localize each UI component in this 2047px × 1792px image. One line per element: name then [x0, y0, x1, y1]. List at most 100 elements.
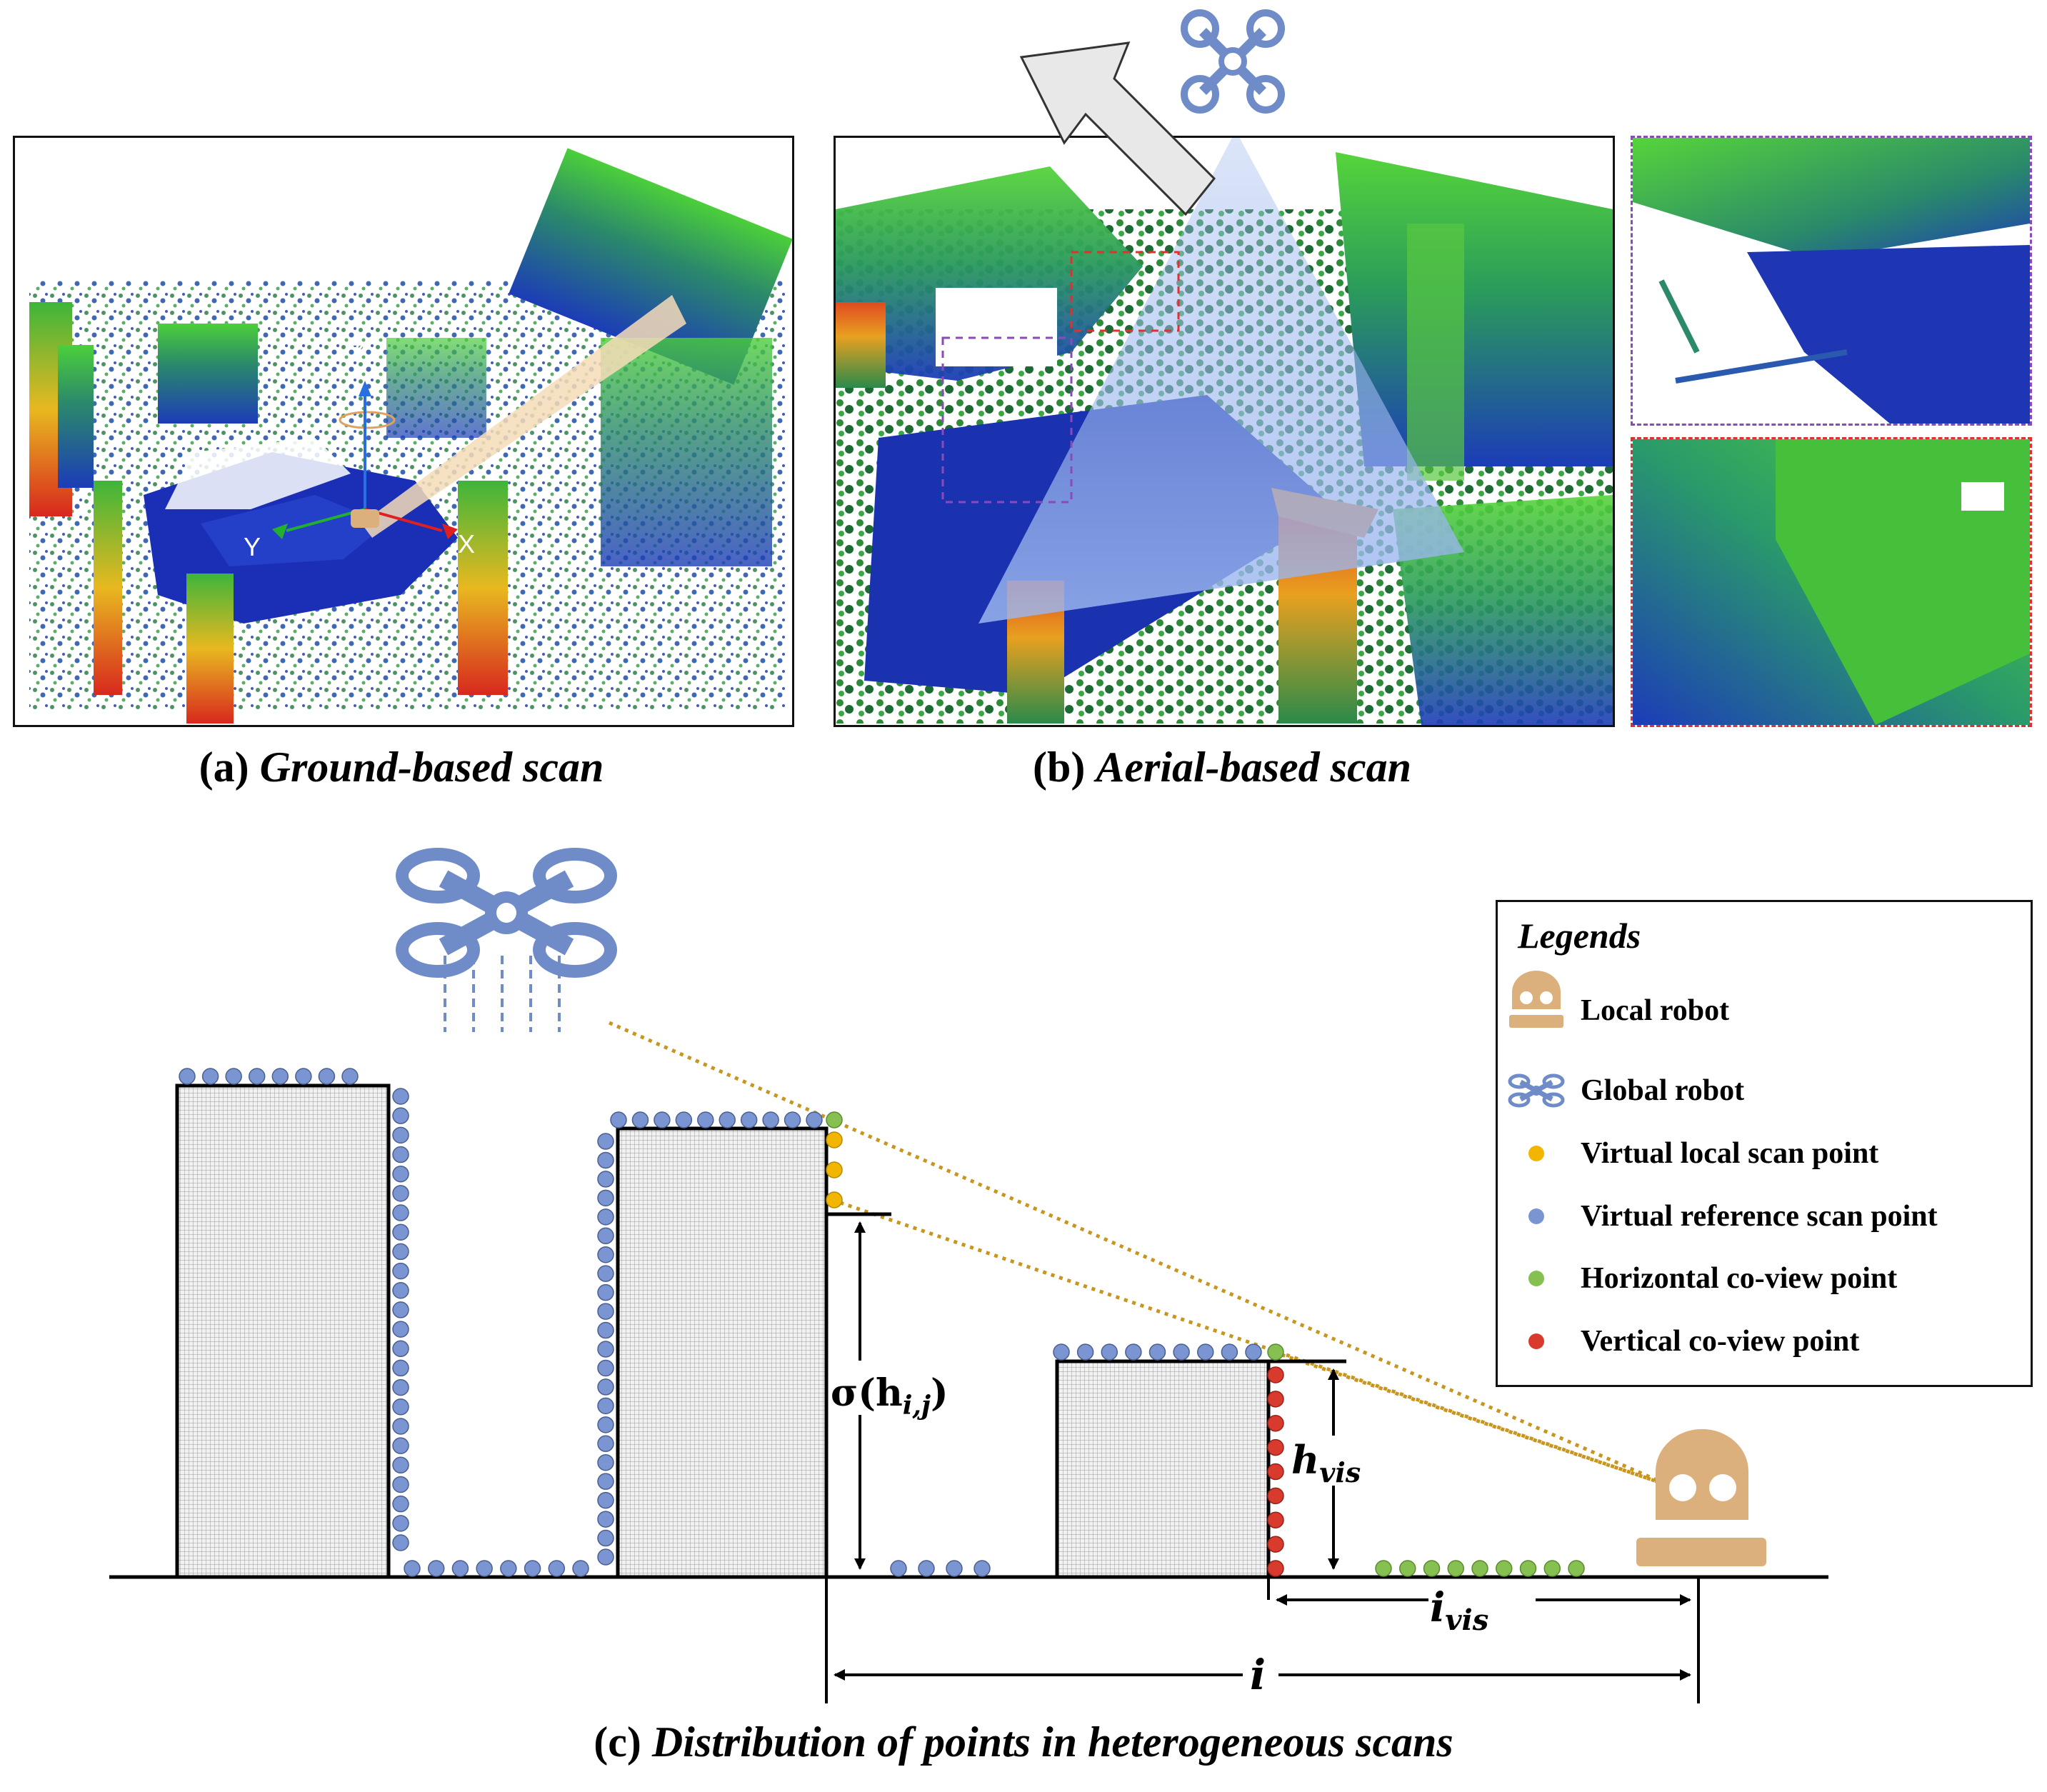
- building-3: [1055, 1359, 1271, 1579]
- horizontal-coview-point: [1568, 1560, 1585, 1577]
- legend-item-vertical-coview: Vertical co-view point: [1581, 1325, 1860, 1358]
- sigma-label-bg: [829, 1361, 936, 1415]
- reference-point: [974, 1560, 991, 1577]
- reference-point: [675, 1111, 693, 1128]
- reference-point: [1245, 1343, 1262, 1361]
- reference-point: [548, 1560, 566, 1577]
- legend-horizontal-coview-marker: [1528, 1271, 1544, 1286]
- reference-point: [341, 1068, 359, 1085]
- panel-a-ground-scan: Z X Y: [13, 136, 794, 727]
- vertical-coview-point: [1267, 1511, 1284, 1528]
- scan-points: [179, 1068, 1585, 1577]
- aerial-scan-image: [836, 138, 1613, 725]
- reference-point: [1221, 1343, 1238, 1361]
- reference-point: [179, 1068, 196, 1085]
- local-robot-icon: [351, 509, 379, 528]
- drone-scan-rays: [444, 956, 561, 1032]
- reference-point: [404, 1560, 421, 1577]
- reference-point: [597, 1283, 614, 1301]
- reference-point: [1148, 1343, 1166, 1361]
- reference-point: [392, 1418, 409, 1435]
- ivis-label: ivis: [1430, 1584, 1488, 1637]
- motion-arrow-icon: [1019, 41, 1216, 216]
- reference-point: [392, 1223, 409, 1241]
- caption-b-prefix: (b): [1033, 744, 1086, 791]
- reference-point: [597, 1171, 614, 1188]
- reference-point: [597, 1473, 614, 1490]
- reference-point: [597, 1246, 614, 1263]
- reference-point: [392, 1165, 409, 1183]
- legend-item-local-robot: Local robot: [1581, 994, 1730, 1027]
- legend-vertical-coview-marker: [1528, 1333, 1544, 1349]
- reference-point: [597, 1265, 614, 1282]
- distribution-diagram: σ(hi,j) hvis ivis i: [109, 848, 1828, 1703]
- legend-symbols: [1508, 971, 1565, 1349]
- reference-point: [392, 1476, 409, 1493]
- sight-line-3: [1273, 1350, 1672, 1488]
- reference-point: [392, 1456, 409, 1474]
- caption-b-title: Aerial-based scan: [1096, 744, 1411, 791]
- vertical-coview-point: [1267, 1438, 1284, 1456]
- vertical-coview-point: [1267, 1415, 1284, 1432]
- reference-point: [392, 1126, 409, 1144]
- reference-point: [500, 1560, 517, 1577]
- reference-point: [392, 1321, 409, 1338]
- vertical-coview-point: [1267, 1391, 1284, 1408]
- reference-point: [654, 1111, 671, 1128]
- reference-point: [597, 1151, 614, 1169]
- reference-point: [597, 1529, 614, 1547]
- reference-point: [946, 1560, 963, 1577]
- axis-x-label: X: [458, 529, 476, 559]
- panel-b-aerial-scan: [834, 136, 1615, 727]
- reference-point: [597, 1133, 614, 1150]
- reference-point: [597, 1491, 614, 1509]
- reference-point: [392, 1243, 409, 1261]
- i-label-bg: [1243, 1653, 1278, 1696]
- reference-point: [392, 1515, 409, 1532]
- reference-point: [392, 1534, 409, 1551]
- legend-item-horizontal-coview: Horizontal co-view point: [1581, 1262, 1898, 1295]
- horizontal-coview-point: [1519, 1560, 1537, 1577]
- reference-point: [1125, 1343, 1142, 1361]
- legend-local-robot-icon: [1509, 971, 1563, 1028]
- global-robot-drone-icon: [396, 848, 617, 978]
- drone-icon-top: [1181, 9, 1285, 114]
- building-2: [616, 1126, 829, 1579]
- reference-point: [427, 1560, 445, 1577]
- legend-global-robot-icon: [1508, 1073, 1565, 1108]
- reference-point: [225, 1068, 242, 1085]
- zoom-inset-purple-image: [1633, 138, 2030, 424]
- sight-line-2: [831, 1198, 1672, 1488]
- hvis-label-bg: [1291, 1436, 1377, 1486]
- reference-point: [524, 1560, 541, 1577]
- caption-c-title: Distribution of points in heterogeneous …: [651, 1718, 1453, 1766]
- motion-arrow-and-drone: [1019, 9, 1285, 216]
- horizontal-coview-point: [1447, 1560, 1464, 1577]
- vertical-coview-point: [1267, 1366, 1284, 1383]
- reference-point: [572, 1560, 589, 1577]
- reference-point: [1173, 1343, 1190, 1361]
- reference-point: [597, 1397, 614, 1415]
- reference-point: [740, 1111, 758, 1128]
- zoom-inset-red: [1631, 437, 2032, 727]
- reference-point: [392, 1398, 409, 1416]
- reference-point: [597, 1208, 614, 1226]
- caption-a-title: Ground-based scan: [259, 744, 604, 791]
- reference-point: [248, 1068, 266, 1085]
- reference-point: [597, 1341, 614, 1358]
- legend-local-point-marker: [1528, 1146, 1544, 1161]
- zoom-inset-red-image: [1633, 439, 2030, 725]
- reference-point: [631, 1111, 649, 1128]
- legend-item-reference-point: Virtual reference scan point: [1581, 1200, 1938, 1233]
- reference-point: [392, 1262, 409, 1280]
- horizontal-coview-point: [1496, 1560, 1513, 1577]
- local-point: [826, 1131, 843, 1148]
- reference-point: [392, 1437, 409, 1454]
- reference-point: [392, 1107, 409, 1124]
- horizontal-coview-point: [1423, 1560, 1441, 1577]
- reference-point: [392, 1146, 409, 1163]
- local-point: [826, 1191, 843, 1208]
- reference-point: [1076, 1343, 1094, 1361]
- reference-point: [597, 1227, 614, 1245]
- reference-point: [392, 1495, 409, 1513]
